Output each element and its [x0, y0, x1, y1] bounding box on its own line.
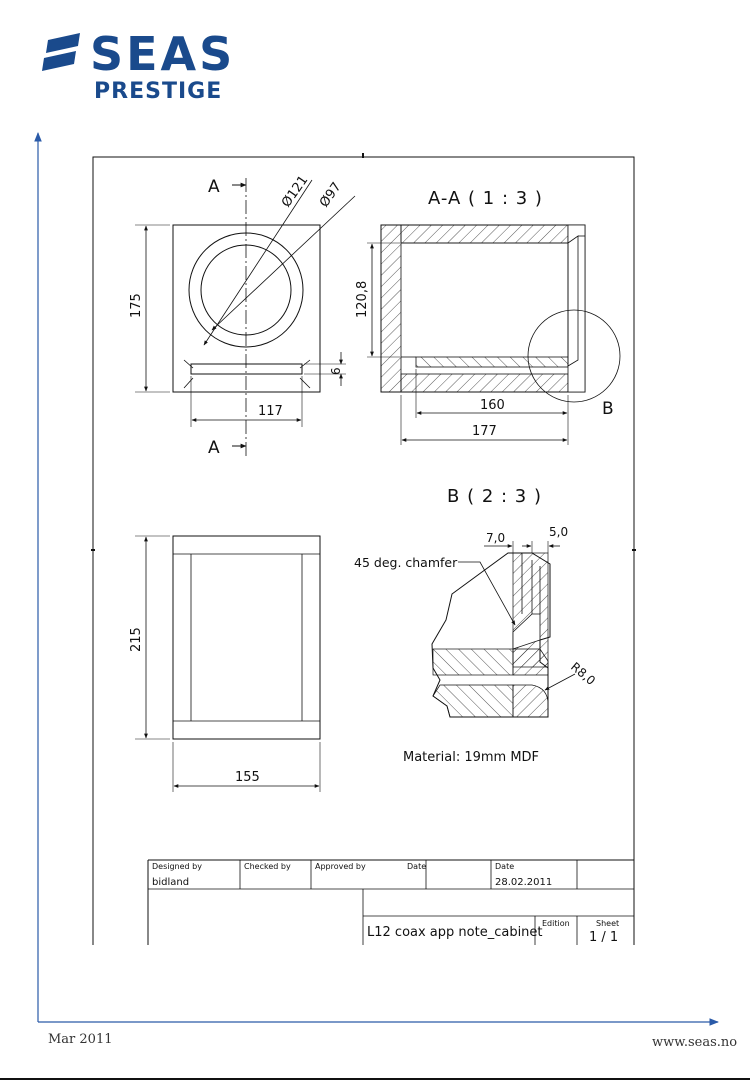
dim-h120-8: 120,8 [355, 281, 370, 318]
chamfer-note: 45 deg. chamfer [354, 555, 458, 570]
section-a-marker-top: A [208, 177, 220, 197]
dim-d121: Ø121 [279, 173, 311, 210]
dim-h215: 215 [129, 627, 144, 652]
page-axes [34, 132, 719, 1026]
edition-label: Edition [542, 919, 570, 928]
dim-t6: 6 [329, 367, 343, 375]
dim-c7-0: 7,0 [486, 531, 505, 545]
section-aa-view: A-A ( 1 : 3 ) B 120,8 160 177 [355, 188, 621, 445]
dim-c5-0: 5,0 [549, 525, 568, 539]
checked-by-label: Checked by [244, 862, 291, 871]
section-a-marker-bottom: A [208, 438, 220, 458]
dim-d97: Ø97 [317, 180, 345, 211]
footer-date: Mar 2011 [48, 1032, 113, 1047]
designed-by-value: bidland [152, 877, 189, 888]
seas-logo: SEAS PRESTIGE [42, 27, 235, 104]
front-view: A A Ø121 Ø97 175 117 6 [129, 173, 356, 458]
approved-by-label: Approved by [315, 862, 366, 871]
date-label-approval: Date [407, 862, 426, 871]
drawing-title: L12 coax app note_cabinet [367, 925, 543, 940]
sheet-value: 1 / 1 [589, 930, 618, 945]
dim-h175: 175 [129, 293, 144, 318]
dim-r8-0: R8,0 [568, 660, 598, 688]
detail-b-view: B ( 2 : 3 ) 45 deg. chamfer 7,0 5,0 R8,0… [354, 486, 598, 765]
detail-b-marker: B [602, 399, 614, 419]
designed-by-label: Designed by [152, 862, 202, 871]
date-label: Date [495, 862, 514, 871]
brand-sub: PRESTIGE [94, 79, 222, 104]
detail-b-title: B ( 2 : 3 ) [447, 486, 542, 507]
material-note: Material: 19mm MDF [403, 750, 539, 765]
footer-url[interactable]: www.seas.no [652, 1035, 737, 1050]
dim-w160: 160 [480, 398, 505, 413]
seas-logo-icon [42, 33, 80, 71]
drawing-frame [91, 153, 636, 945]
dim-w177: 177 [472, 424, 497, 439]
sheet-label: Sheet [596, 919, 619, 928]
title-block: Designed by bidland Checked by Approved … [147, 859, 634, 945]
dim-w117: 117 [258, 404, 283, 419]
dim-w155: 155 [235, 770, 260, 785]
section-aa-title: A-A ( 1 : 3 ) [428, 188, 543, 209]
brand-name: SEAS [90, 27, 235, 81]
side-view: 215 155 [129, 535, 321, 792]
date-value: 28.02.2011 [495, 877, 552, 888]
